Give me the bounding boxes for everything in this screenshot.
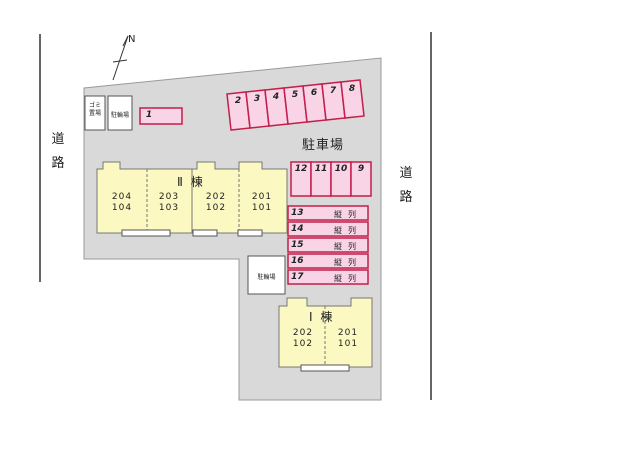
parking-row-14 [287, 221, 369, 237]
parking-slot-8 [340, 79, 365, 119]
building-2 [96, 161, 288, 237]
building-2-unit-lower-2: 103 [158, 203, 180, 213]
parking-row-15 [287, 237, 369, 253]
garbage-shed [84, 95, 106, 131]
parking-row-16 [287, 253, 369, 269]
parking-row-13 [287, 205, 369, 221]
road-label-right: 道路 [399, 166, 413, 205]
parking-slot-9 [350, 161, 372, 197]
row-label-15: 15 [291, 240, 304, 250]
slot-label-6: 6 [310, 88, 318, 98]
building-1 [278, 297, 373, 372]
building-2-unit-upper-1: 204 [111, 192, 133, 202]
slot-label-12: 12 [294, 164, 308, 174]
slot-label-4: 4 [272, 92, 280, 102]
row-text-16: 縦列 [334, 258, 362, 267]
building-2-porch-1 [121, 229, 171, 237]
building-1-unit-lower-1: 102 [292, 339, 314, 349]
bike-shed-mid [247, 255, 286, 295]
building-1-unit-upper-1: 202 [292, 328, 314, 338]
row-label-17: 17 [291, 272, 304, 282]
slot-label-1: 1 [145, 110, 153, 120]
slot-label-8: 8 [348, 84, 356, 94]
building-2-unit-lower-4: 101 [251, 203, 273, 213]
bike-label-top: 駐輪場 [110, 112, 129, 119]
road-label-left: 道路 [51, 132, 65, 171]
building-2-name: Ⅱ 棟 [177, 175, 205, 189]
slot-label-10: 10 [334, 164, 348, 174]
slot-label-9: 9 [357, 164, 365, 174]
row-label-16: 16 [291, 256, 304, 266]
building-1-porch [300, 364, 350, 372]
building-2-unit-lower-3: 102 [205, 203, 227, 213]
parking-slot-1 [139, 107, 183, 125]
row-text-14: 縦列 [334, 226, 362, 235]
building-2-unit-lower-1: 104 [111, 203, 133, 213]
slot-label-3: 3 [253, 94, 261, 104]
garbage-label-bottom: 置場 [88, 110, 101, 117]
slot-label-7: 7 [329, 86, 337, 96]
row-text-15: 縦列 [334, 242, 362, 251]
row-text-13: 縦列 [334, 210, 362, 219]
slot-label-11: 11 [314, 164, 328, 174]
row-label-13: 13 [291, 208, 304, 218]
bike-shed-top [107, 95, 133, 131]
building-2-unit-upper-4: 201 [251, 192, 273, 202]
parking-title: 駐車場 [302, 138, 345, 153]
angled-parking-group [226, 79, 365, 131]
slot-label-2: 2 [234, 96, 242, 106]
garbage-label-top: ゴミ [88, 102, 101, 109]
row-label-14: 14 [291, 224, 304, 234]
row-text-17: 縦列 [334, 274, 362, 283]
north-label: N [128, 34, 136, 45]
tandem-parking-group [287, 205, 369, 285]
north-arrow-icon [112, 35, 129, 81]
building-2-porch-2 [192, 229, 218, 237]
building-2-porch-3 [237, 229, 263, 237]
building-1-name: Ⅰ 棟 [309, 310, 335, 324]
building-1-unit-upper-2: 201 [337, 328, 359, 338]
bike-label-mid: 駐輪場 [257, 274, 276, 281]
slot-label-5: 5 [291, 90, 299, 100]
building-1-unit-lower-2: 101 [337, 339, 359, 349]
building-2-unit-upper-3: 202 [205, 192, 227, 202]
grid-parking-group [290, 161, 372, 197]
parking-row-17 [287, 269, 369, 285]
building-2-unit-upper-2: 203 [158, 192, 180, 202]
